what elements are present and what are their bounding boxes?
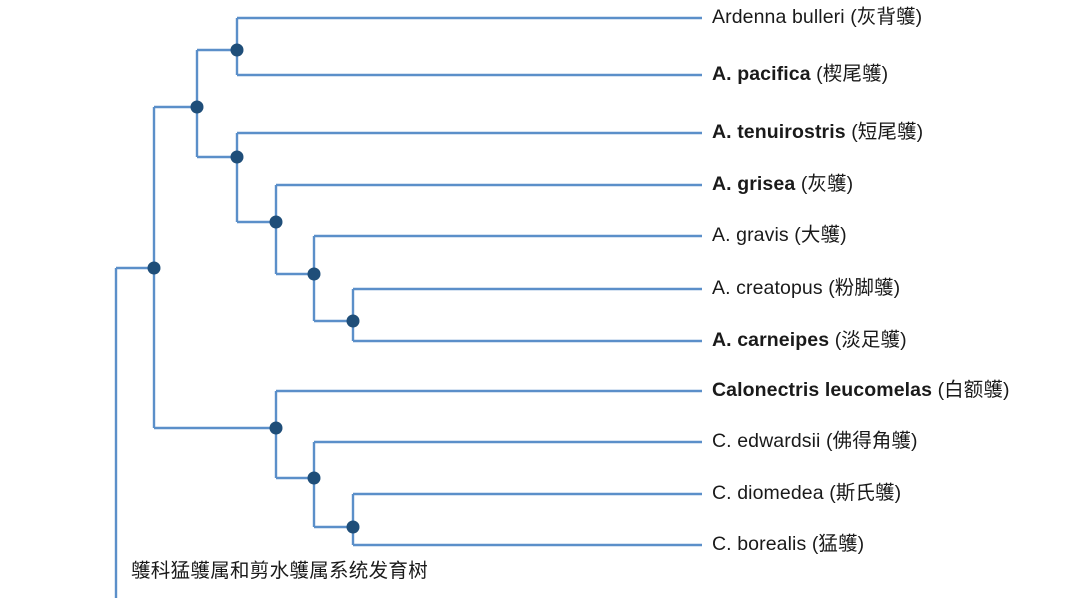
tip-scientific-name: C. borealis (712, 533, 807, 555)
internal-node-root[interactable] (147, 261, 161, 275)
tip-label-gravis[interactable]: A. gravis (大鹱) (712, 224, 847, 246)
internal-node-n_gra[interactable] (307, 267, 321, 281)
tip-label-pacifica[interactable]: A. pacifica (楔尾鹱) (712, 63, 889, 85)
tip-label-carneipes[interactable]: A. carneipes (淡足鹱) (712, 329, 907, 351)
tip-scientific-name: Ardenna bulleri (712, 6, 845, 28)
tip-label-bulleri[interactable]: Ardenna bulleri (灰背鹱) (712, 6, 923, 28)
tip-common-name: (粉脚鹱) (828, 277, 901, 299)
tip-scientific-name: A. tenuirostris (712, 121, 846, 143)
tip-scientific-name: A. grisea (712, 173, 796, 195)
tip-common-name: (大鹱) (794, 224, 847, 246)
tip-common-name: (短尾鹱) (851, 121, 924, 143)
figure-caption: 鹱科猛鹱属和剪水鹱属系统发育树 (131, 560, 429, 582)
internal-node-n_cal[interactable] (269, 421, 283, 435)
tip-label-diomedea[interactable]: C. diomedea (斯氏鹱) (712, 482, 902, 504)
internal-node-n_cre_car[interactable] (346, 314, 360, 328)
tip-label-grisea[interactable]: A. grisea (灰鹱) (712, 173, 854, 195)
tip-label-creatopus[interactable]: A. creatopus (粉脚鹱) (712, 277, 901, 299)
tip-scientific-name: A. pacifica (712, 63, 811, 85)
internal-node-n_edw[interactable] (307, 471, 321, 485)
tip-common-name: (淡足鹱) (834, 329, 907, 351)
internal-node-n_dio_bor[interactable] (346, 520, 360, 534)
tip-common-name: (灰鹱) (800, 173, 854, 195)
tip-common-name: (楔尾鹱) (816, 63, 889, 85)
tip-scientific-name: C. diomedea (712, 482, 824, 504)
tip-scientific-name: C. edwardsii (712, 430, 821, 452)
tip-label-edwardsii[interactable]: C. edwardsii (佛得角鹱) (712, 430, 918, 452)
tip-label-borealis[interactable]: C. borealis (猛鹱) (712, 533, 865, 555)
tip-scientific-name: A. carneipes (712, 329, 830, 351)
internal-node-layer (147, 43, 360, 534)
tip-label-tenuirostris[interactable]: A. tenuirostris (短尾鹱) (712, 121, 924, 143)
internal-node-n_gri[interactable] (269, 215, 283, 229)
tip-common-name: (斯氏鹱) (829, 482, 902, 504)
internal-node-n_ten[interactable] (230, 150, 244, 164)
internal-node-n_bul_pac[interactable] (230, 43, 244, 57)
tip-common-name: (猛鹱) (811, 533, 865, 555)
tip-scientific-name: Calonectris leucomelas (712, 379, 933, 401)
tip-common-name: (白额鹱) (937, 379, 1010, 401)
tip-scientific-name: A. gravis (712, 224, 789, 246)
tip-label-leucomelas[interactable]: Calonectris leucomelas (白额鹱) (712, 379, 1010, 401)
tip-common-name: (灰背鹱) (850, 6, 923, 28)
tip-common-name: (佛得角鹱) (826, 430, 918, 452)
branch-layer (114, 16, 702, 598)
tip-scientific-name: A. creatopus (712, 277, 823, 299)
internal-node-n_ardenna[interactable] (190, 100, 204, 114)
